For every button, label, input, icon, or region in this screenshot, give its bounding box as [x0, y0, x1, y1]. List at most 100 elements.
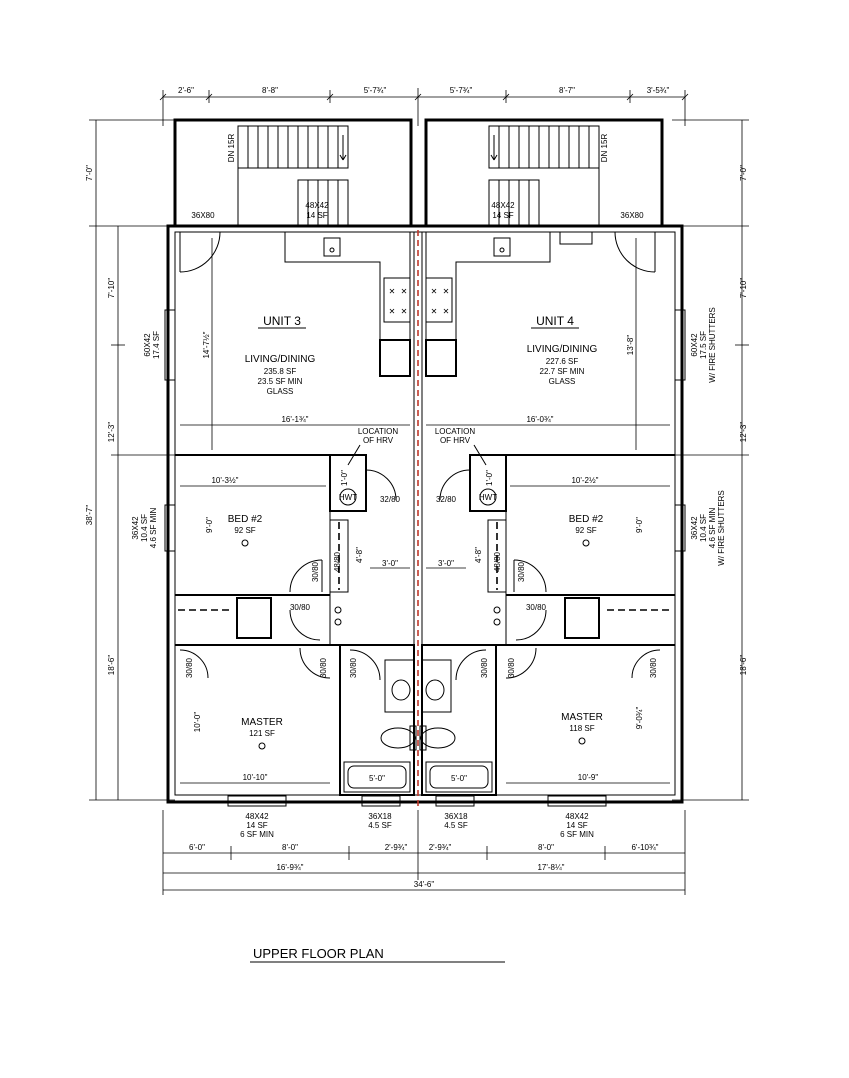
dim-hall-left: 3'-0" — [382, 559, 398, 568]
dim-living-width-left: 16'-1¾" — [281, 415, 308, 424]
win-stair-left-area: 14 SF — [306, 211, 327, 220]
dim-right-lower: 18'-6" — [739, 655, 748, 676]
door-master-right-tag: 30/80 — [507, 657, 516, 678]
unit-4-bed-name: BED #2 — [569, 514, 604, 525]
win-bath-left-tag: 36X18 — [368, 812, 392, 821]
dim-left-living: 7'-10" — [107, 278, 116, 299]
win-stair-right-tag: 48X42 — [491, 201, 515, 210]
entry-door-left — [179, 231, 221, 273]
win-bed-right-tag: 36X42 — [690, 516, 699, 540]
win-bed-right-note: W/ FIRE SHUTTERS — [717, 490, 726, 566]
stair-right-label: DN 15R — [600, 134, 609, 163]
unit-4-living-name: LIVING/DINING — [527, 344, 598, 355]
unit-4-living-glass-label: GLASS — [549, 377, 576, 386]
left-dimension-strings: 7'-0" 7'-10" 12'-3" 38'-7" 18'-6" — [85, 119, 175, 801]
win-living-right-area: 17.5 SF — [699, 331, 708, 359]
win-bed-left-area: 10.4 SF — [140, 514, 149, 542]
unit-4-title: UNIT 4 — [536, 314, 574, 328]
win-bed-right-area: 10.4 SF — [699, 514, 708, 542]
dim-living-depth-left: 14'-7½" — [202, 331, 211, 358]
door-hwt-right-tag: 32/80 — [436, 495, 457, 504]
win-bed-left-min: 4.6 SF MIN — [149, 508, 158, 549]
dim-bottom-1: 6'-0" — [189, 843, 205, 852]
win-bath-right-tag: 36X18 — [444, 812, 468, 821]
door-tags: 32/80 32/80 30/80 30/80 48/80 48/80 30/8… — [185, 495, 658, 678]
dim-bottom-right-total: 17'-8¼" — [537, 863, 564, 872]
dim-living-depth-right: 13'-8" — [626, 335, 635, 356]
door-hwt-left-tag: 32/80 — [380, 495, 401, 504]
dim-closet-right: 4'-8" — [474, 547, 483, 563]
hrv-notes: LOCATION OF HRV LOCATION OF HRV HWT HWT … — [339, 427, 497, 506]
unit-4-labels: UNIT 4 LIVING/DINING 227.6 SF 22.7 SF MI… — [527, 314, 604, 745]
dim-top-4: 5'-7¾" — [450, 86, 473, 95]
window-tags-sides: 60X42 17.4 SF 36X42 10.4 SF 4.6 SF MIN 6… — [131, 307, 726, 566]
dim-bed-depth-right: 9'-0" — [635, 517, 644, 533]
hrv-dim-right: 1'-0" — [485, 470, 494, 486]
dim-bottom-left-total: 16'-9¾" — [276, 863, 303, 872]
dim-left-overall: 38'-7" — [85, 505, 94, 526]
dim-left-lower: 18'-6" — [107, 655, 116, 676]
win-living-right-tag: 60X42 — [690, 333, 699, 357]
hrv-dim-left: 1'-0" — [340, 470, 349, 486]
door-hall-right-tag: 30/80 — [526, 603, 547, 612]
unit-4-living-glass: 22.7 SF MIN — [540, 367, 585, 376]
svg-text:✕: ✕ — [443, 287, 450, 296]
dim-top-5: 8'-7" — [559, 86, 575, 95]
unit-4-master-area: 118 SF — [569, 724, 594, 733]
door-closet-left-tag: 48/80 — [333, 551, 342, 572]
top-dimension-string: 2'-6" 8'-8" 5'-7¾" 5'-7¾" 8'-7" 3'-5¾" — [159, 86, 689, 126]
svg-text:✕: ✕ — [443, 307, 450, 316]
svg-text:✕: ✕ — [431, 287, 438, 296]
win-living-right-note: W/ FIRE SHUTTERS — [708, 307, 717, 383]
dim-overall-width: 34'-6" — [414, 880, 435, 889]
dim-master-width-right: 10'-9" — [578, 773, 599, 782]
bath-fixtures-left — [343, 659, 417, 793]
door-bath-right-tag: 30/80 — [480, 657, 489, 678]
unit-4-bed-area: 92 SF — [575, 526, 596, 535]
dim-bed-depth-left: 9'-0" — [205, 517, 214, 533]
unit-3-bed-area: 92 SF — [234, 526, 255, 535]
door-bed-right-tag: 30/80 — [517, 561, 526, 582]
dim-tub-left: 5'-0" — [369, 774, 385, 783]
dim-bottom-3: 2'-9¾" — [385, 843, 408, 852]
win-master-left-min: 6 SF MIN — [240, 830, 274, 839]
right-dimension-strings: 7'-0" 7'-10" 12'-3" 18'-6" — [672, 119, 749, 801]
dim-right-living: 7'-10" — [739, 278, 748, 299]
stair-right: DN 15R 36X80 48X42 14 SF — [424, 118, 664, 228]
plan-title: UPPER FLOOR PLAN — [253, 946, 384, 961]
unit-3-master-area: 121 SF — [249, 729, 275, 738]
win-stair-left-tag: 48X42 — [305, 201, 329, 210]
dim-bottom-6: 6'-10¾" — [631, 843, 658, 852]
unit-3-bed-name: BED #2 — [228, 514, 263, 525]
svg-text:✕: ✕ — [431, 307, 438, 316]
dim-master-width-left: 10'-10" — [243, 773, 268, 782]
dim-living-width-right: 16'-0¾" — [526, 415, 553, 424]
stair-left-label: DN 15R — [227, 134, 236, 163]
dim-top-6: 3'-5¾" — [647, 86, 670, 95]
door-wic-left-tag: 30/80 — [185, 657, 194, 678]
win-master-right-tag: 48X42 — [565, 812, 589, 821]
hwt-left-label: HWT — [339, 493, 357, 502]
unit-4-master-name: MASTER — [561, 712, 603, 723]
unit-3-labels: UNIT 3 LIVING/DINING 235.8 SF 23.5 SF MI… — [228, 314, 315, 750]
dim-top-2: 8'-8" — [262, 86, 278, 95]
bath-fixtures-right — [419, 659, 493, 793]
svg-text:✕: ✕ — [401, 307, 408, 316]
door-closet-right-tag: 48/80 — [493, 551, 502, 572]
hwt-right-label: HWT — [479, 493, 497, 502]
dim-master-depth-right: 9'-0¾" — [635, 707, 644, 730]
svg-text:✕: ✕ — [389, 287, 396, 296]
dim-top-1: 2'-6" — [178, 86, 194, 95]
win-master-right-min: 6 SF MIN — [560, 830, 594, 839]
unit-3-living-area: 235.8 SF — [264, 367, 297, 376]
hrv-right-line2: OF HRV — [440, 436, 471, 445]
dim-bed-width-left: 10'-3½" — [211, 476, 238, 485]
interior-walls — [175, 454, 675, 796]
door-hall-left-tag: 30/80 — [290, 603, 311, 612]
door-wic-right-tag: 30/80 — [649, 657, 658, 678]
win-bed-left-tag: 36X42 — [131, 516, 140, 540]
win-stair-right-area: 14 SF — [492, 211, 513, 220]
dim-tub-right: 5'-0" — [451, 774, 467, 783]
unit-3-living-glass-label: GLASS — [267, 387, 294, 396]
dim-bottom-5: 8'-0" — [538, 843, 554, 852]
